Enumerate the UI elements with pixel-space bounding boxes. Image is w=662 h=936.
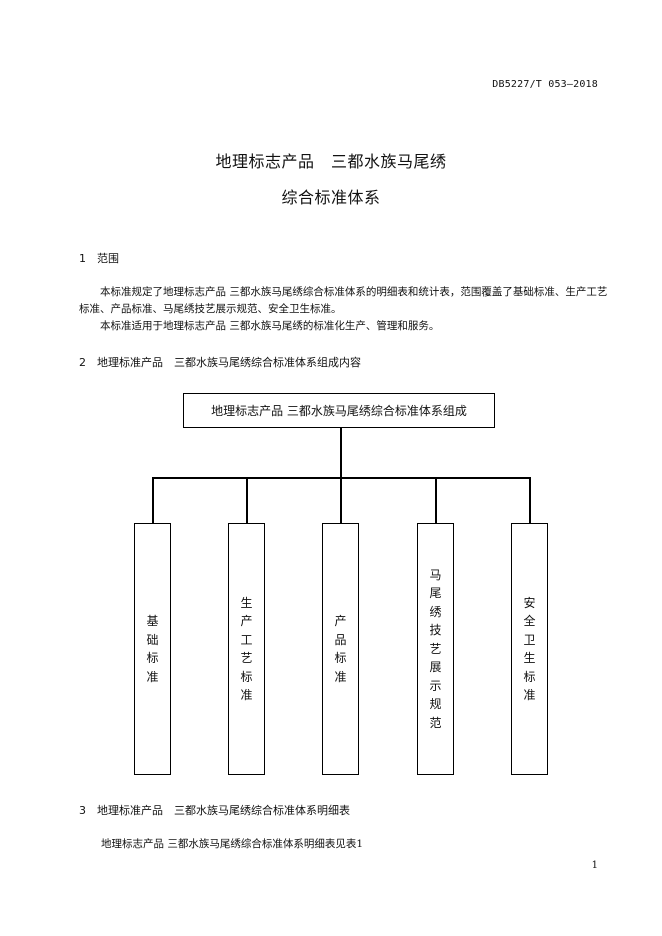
diagram-leaf-box: 安全卫生标准 bbox=[511, 523, 548, 775]
detail-table-reference: 地理标志产品 三都水族马尾绣综合标准体系明细表见表1 bbox=[101, 838, 364, 850]
diagram-root-label: 地理标志产品 三都水族马尾绣综合标准体系组成 bbox=[211, 404, 467, 418]
diagram-leaf-box: 马尾绣技艺展示规范 bbox=[417, 523, 454, 775]
diagram-connector-line bbox=[152, 477, 154, 523]
diagram-connector-line bbox=[246, 477, 248, 523]
document-code: DB5227/T 053—2018 bbox=[492, 79, 598, 90]
section-title: 范围 bbox=[97, 252, 119, 265]
section-title: 地理标准产品 三都水族马尾绣综合标准体系明细表 bbox=[97, 804, 350, 817]
section-number: 1 bbox=[79, 252, 86, 265]
section-number: 3 bbox=[79, 804, 86, 817]
diagram-leaf-label: 马尾绣技艺展示规范 bbox=[429, 567, 442, 730]
scope-paragraph-2: 本标准适用于地理标志产品 三都水族马尾绣的标准化生产、管理和服务。 bbox=[100, 320, 440, 332]
section-heading-3: 3 地理标准产品 三都水族马尾绣综合标准体系明细表 bbox=[79, 802, 350, 818]
diagram-leaf-box: 产品标准 bbox=[322, 523, 359, 775]
diagram-leaf-box: 生产工艺标准 bbox=[228, 523, 265, 775]
section-heading-2: 2 地理标准产品 三都水族马尾绣综合标准体系组成内容 bbox=[79, 354, 361, 370]
diagram-leaf-label: 生产工艺标准 bbox=[240, 595, 253, 703]
document-title-line-1: 地理标志产品 三都水族马尾绣 bbox=[215, 152, 447, 171]
diagram-root-box: 地理标志产品 三都水族马尾绣综合标准体系组成 bbox=[183, 393, 495, 428]
page-number: 1 bbox=[591, 860, 598, 871]
diagram-connector-line bbox=[340, 477, 342, 523]
document-title-line-2: 综合标准体系 bbox=[281, 188, 381, 207]
diagram-leaf-label: 基础标准 bbox=[146, 614, 159, 684]
section-title: 地理标准产品 三都水族马尾绣综合标准体系组成内容 bbox=[97, 356, 361, 369]
section-number: 2 bbox=[79, 356, 86, 369]
diagram-connector-line bbox=[529, 477, 531, 523]
section-heading-1: 1 范围 bbox=[79, 250, 119, 266]
scope-paragraph-1: 本标准规定了地理标志产品 三都水族马尾绣综合标准体系的明细表和统计表，范围覆盖了… bbox=[79, 286, 608, 315]
diagram-leaf-label: 产品标准 bbox=[334, 614, 347, 684]
diagram-trunk-line bbox=[340, 428, 342, 478]
diagram-leaf-label: 安全卫生标准 bbox=[523, 595, 536, 703]
diagram-leaf-box: 基础标准 bbox=[134, 523, 171, 775]
diagram-connector-line bbox=[435, 477, 437, 523]
